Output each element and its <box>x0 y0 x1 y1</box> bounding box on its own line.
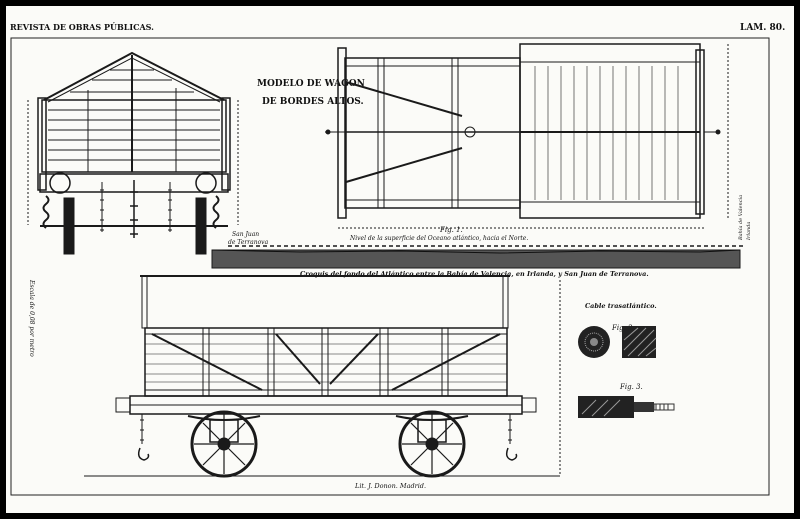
title-line-1: MODELO DE WAGON <box>257 79 365 89</box>
header-left-title: REVISTA DE OBRAS PÚBLICAS. <box>10 22 154 32</box>
side-elevation-drawing <box>84 275 561 478</box>
plate-border <box>10 37 770 496</box>
lithographer-credit: Lit. J. Donon. Madrid. <box>354 482 426 490</box>
irlanda-label: Irlanda <box>746 222 752 241</box>
fig1-caption: Nivel de la superficie del Oceano atlánt… <box>349 235 528 242</box>
san-juan-label: San Juan <box>232 231 259 238</box>
cable-twisted-section <box>622 326 657 358</box>
end-view-drawing <box>27 51 239 255</box>
cable-layered-section <box>578 396 675 418</box>
plan-view-drawing <box>325 43 729 229</box>
terranova-label: de Terranova <box>228 239 269 246</box>
cable-title: Cable trasatlántico. <box>585 302 657 310</box>
atlantic-profile <box>211 245 745 269</box>
header-right-title: LAM. 80. <box>740 23 785 33</box>
valentia-label: Bahía de Valencia <box>737 195 744 241</box>
cable-cross-section <box>578 326 610 358</box>
fig1-label: Fig. 1. <box>439 226 463 234</box>
fig3-label: Fig. 3. <box>619 383 643 391</box>
profile-caption: Croquis del fondo del Atlántico entre la… <box>300 270 649 278</box>
scale-label: Escala de 0,08 por metro <box>28 279 35 357</box>
title-line-2: DE BORDES ALTOS. <box>262 97 364 107</box>
